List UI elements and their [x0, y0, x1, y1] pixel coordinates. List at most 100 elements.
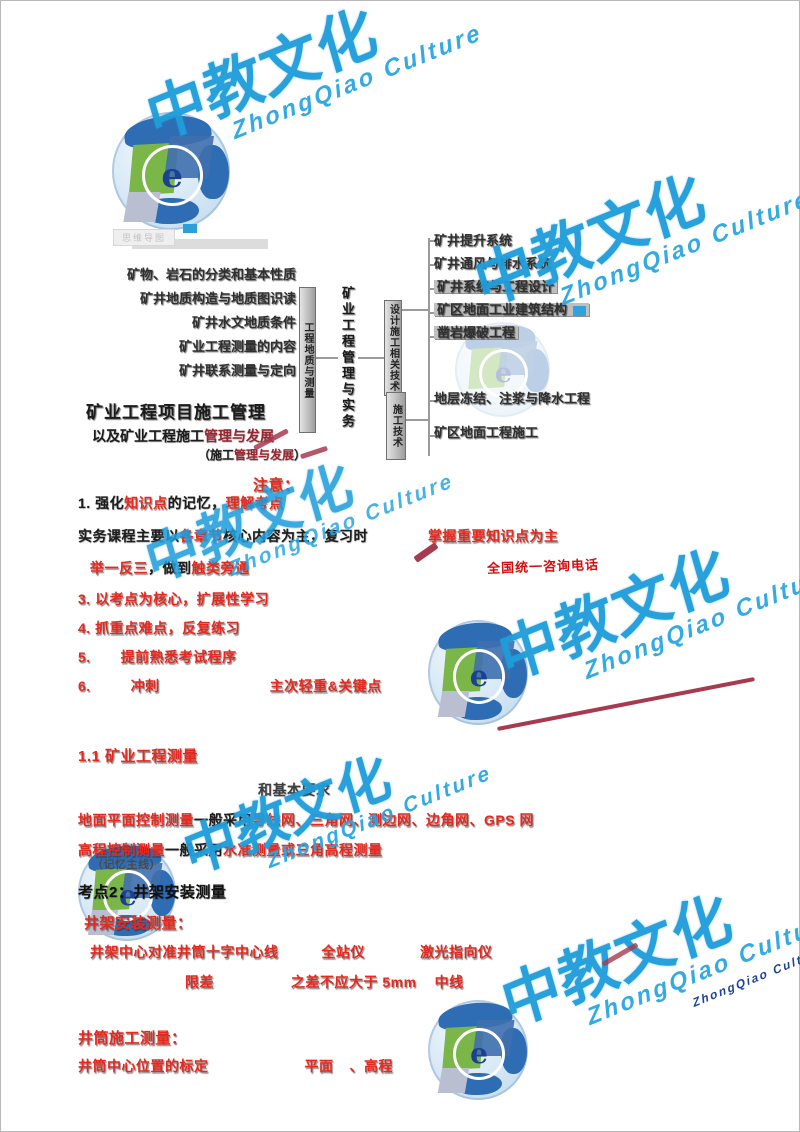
- text-segment: 的记忆，: [167, 495, 226, 511]
- keypoint-2-line-1: 井架中心对准井筒十字中心线 全站仪 激光指向仪: [90, 944, 493, 961]
- tip-line-1: 1. 强化知识点的记忆，理解考点: [78, 495, 284, 512]
- text-segment: 知识点: [124, 495, 168, 511]
- text-segment: 井架中心对准井筒十字中心线: [90, 944, 279, 960]
- diagram-item: 矿业工程测量的内容: [178, 339, 296, 354]
- watermark: 中教文化 ZhongQiao Culture: [177, 745, 495, 887]
- brand-logo: e: [428, 618, 528, 725]
- watermark: 中教文化 ZhongQiao Culture ZhongQiao Culture: [494, 882, 800, 1040]
- diagram-item: 矿井水文地质条件: [191, 315, 296, 330]
- keypoint-2-heading: 考点2：井架安装测量: [78, 884, 227, 901]
- connector-line: [428, 238, 430, 456]
- signature-stroke: [413, 542, 439, 563]
- diagram-item: 矿井地质构造与地质图识读: [139, 291, 296, 306]
- text-segment: 5.: [78, 649, 91, 665]
- text-segment: 以及矿业工程施工: [92, 428, 204, 444]
- diagram-item: 矿区地面工程施工: [434, 425, 539, 440]
- diagram-spine-title: 矿业工程管理与实务: [340, 286, 355, 430]
- diagram-item: 矿区地面工业建筑结构: [434, 303, 590, 316]
- height-control-line: 高程控制测量一般采用水准测量或三角高程测量: [78, 842, 383, 859]
- diagram-caption: 思维导图: [113, 229, 176, 246]
- text-segment: 管理与发展: [234, 448, 295, 462]
- brand-logo: e: [78, 841, 176, 941]
- text-segment: 掌握重要知识点为主: [428, 528, 559, 544]
- text-segment: 地面平面控制测量: [78, 812, 194, 828]
- text-segment: 提前熟悉考试程序: [120, 649, 237, 665]
- brand-logo: e: [428, 998, 528, 1100]
- diagram-item: 矿井系统与工程设计: [434, 280, 558, 293]
- text-segment: 激光指向仪: [420, 944, 493, 960]
- text-segment: 、高程: [349, 1058, 393, 1074]
- text-segment: 高程控制测量: [78, 842, 165, 858]
- watermark-latin-text: ZhongQiao Culture: [229, 18, 486, 146]
- text-segment: 之差不应大于 5mm: [291, 974, 417, 990]
- tip-line-4: 3. 以考点为核心，扩展性学习: [78, 591, 269, 608]
- diagram-item: 矿井提升系统: [434, 233, 513, 248]
- blue-chip-icon: [183, 224, 197, 233]
- text-segment: 1. 强化: [78, 495, 125, 511]
- text-segment: 井筒中心位置的标定: [78, 1058, 209, 1074]
- text-segment: 举一反三: [90, 560, 148, 576]
- section-1-1-paragraph: 和基本要求: [258, 782, 331, 799]
- node-design-tech: 设计施工相关技术: [384, 300, 402, 396]
- diagram-item: 矿物、岩石的分类和基本性质: [126, 267, 296, 282]
- text-segment: 导线网、三角网、测边网、边角网、GPS 网: [252, 812, 534, 828]
- brand-logo: e: [112, 110, 230, 230]
- connector-line: [358, 357, 384, 359]
- diagram-right-items: 矿井提升系统矿井通风与排水系统矿井系统与工程设计矿区地面工业建筑结构凿岩爆破工程: [434, 233, 590, 349]
- shaft-survey-line: 井筒中心位置的标定 平面、高程: [78, 1058, 393, 1075]
- connector-line: [406, 419, 428, 421]
- signature-stroke: [497, 677, 755, 731]
- diagram-item: 地层冻结、注浆与降水工程: [434, 391, 591, 406]
- text-segment: 一般采用: [194, 812, 252, 828]
- diagram-lower-items: 地层冻结、注浆与降水工程矿区地面工程施工: [434, 392, 590, 460]
- text-segment: 主次轻重&关键点: [269, 678, 382, 694]
- connector-line: [316, 357, 338, 359]
- text-segment: 3. 以考点为核心，扩展性学习: [78, 591, 270, 607]
- diagram-item: 矿井通风与排水系统: [434, 256, 552, 271]
- text-segment: 实务课程主要以: [78, 528, 180, 544]
- text-segment: ，做到: [148, 560, 192, 576]
- tip-line-6: 5. 提前熟悉考试程序: [78, 649, 237, 666]
- connector-line: [402, 309, 428, 311]
- text-segment: 平面: [304, 1058, 334, 1074]
- text-segment: 限差: [185, 974, 214, 990]
- text-segment: 一般采用: [165, 842, 223, 858]
- node-construction-tech: 施工技术: [386, 392, 406, 460]
- node-geology-survey: 工程地质与测量: [299, 287, 316, 433]
- text-segment: 中线: [434, 974, 464, 990]
- diagram-summary-note: （施工管理与发展）: [198, 446, 306, 463]
- text-segment: 冲刺: [130, 678, 160, 694]
- text-segment: 核心内容为主，复习时: [223, 528, 368, 544]
- tip-line-2: 实务课程主要以各章节核心内容为主，复习时 掌握重要知识点为主: [78, 528, 559, 545]
- blue-mark-icon: [573, 305, 587, 316]
- text-segment: 管理与发展: [204, 428, 274, 444]
- text-segment: 各章节: [179, 528, 223, 544]
- plane-control-line: 地面平面控制测量一般采用导线网、三角网、测边网、边角网、GPS 网: [78, 812, 534, 829]
- text-segment: 和基本: [258, 782, 302, 798]
- text-segment: 4. 抓重点难点，反复练习: [78, 620, 241, 636]
- shaft-survey-heading: 井筒施工测量：: [78, 1030, 187, 1047]
- text-segment: 理解考点: [225, 495, 284, 511]
- tip-line-3: 举一反三，做到触类旁通: [90, 560, 250, 577]
- hotline-label: 全国统一咨询电话: [486, 557, 600, 576]
- text-segment: 要求: [301, 782, 331, 798]
- text-segment: （施工: [198, 448, 235, 462]
- text-segment: 触类旁通: [191, 560, 250, 576]
- keypoint-2-line-2: 限差 之差不应大于 5mm 中线: [185, 974, 464, 991]
- tip-line-7: 6. 冲刺 主次轻重&关键点: [78, 678, 382, 695]
- diagram-left-items: 矿物、岩石的分类和基本性质矿井地质构造与地质图识读矿井水文地质条件矿业工程测量的…: [58, 268, 296, 388]
- section-1-1-heading: 1.1 矿业工程测量: [78, 748, 199, 765]
- caption-bar: [132, 239, 268, 249]
- diagram-item: 凿岩爆破工程: [434, 326, 519, 339]
- diagram-item: 矿井联系测量与定向: [178, 363, 296, 378]
- signature-stroke: [601, 942, 639, 967]
- diagram-summary-line: 以及矿业工程施工管理与发展: [92, 426, 274, 446]
- diagram-summary-title: 矿业工程项目施工管理: [86, 403, 266, 422]
- text-segment: 6.: [78, 678, 91, 694]
- memo-note: （记忆主线）: [92, 859, 161, 871]
- tip-line-5: 4. 抓重点难点，反复练习: [78, 620, 240, 637]
- text-segment: 全站仪: [321, 944, 365, 960]
- notice-label: 注意：: [253, 477, 300, 494]
- text-segment: 水准测量或三角高程测量: [223, 842, 383, 858]
